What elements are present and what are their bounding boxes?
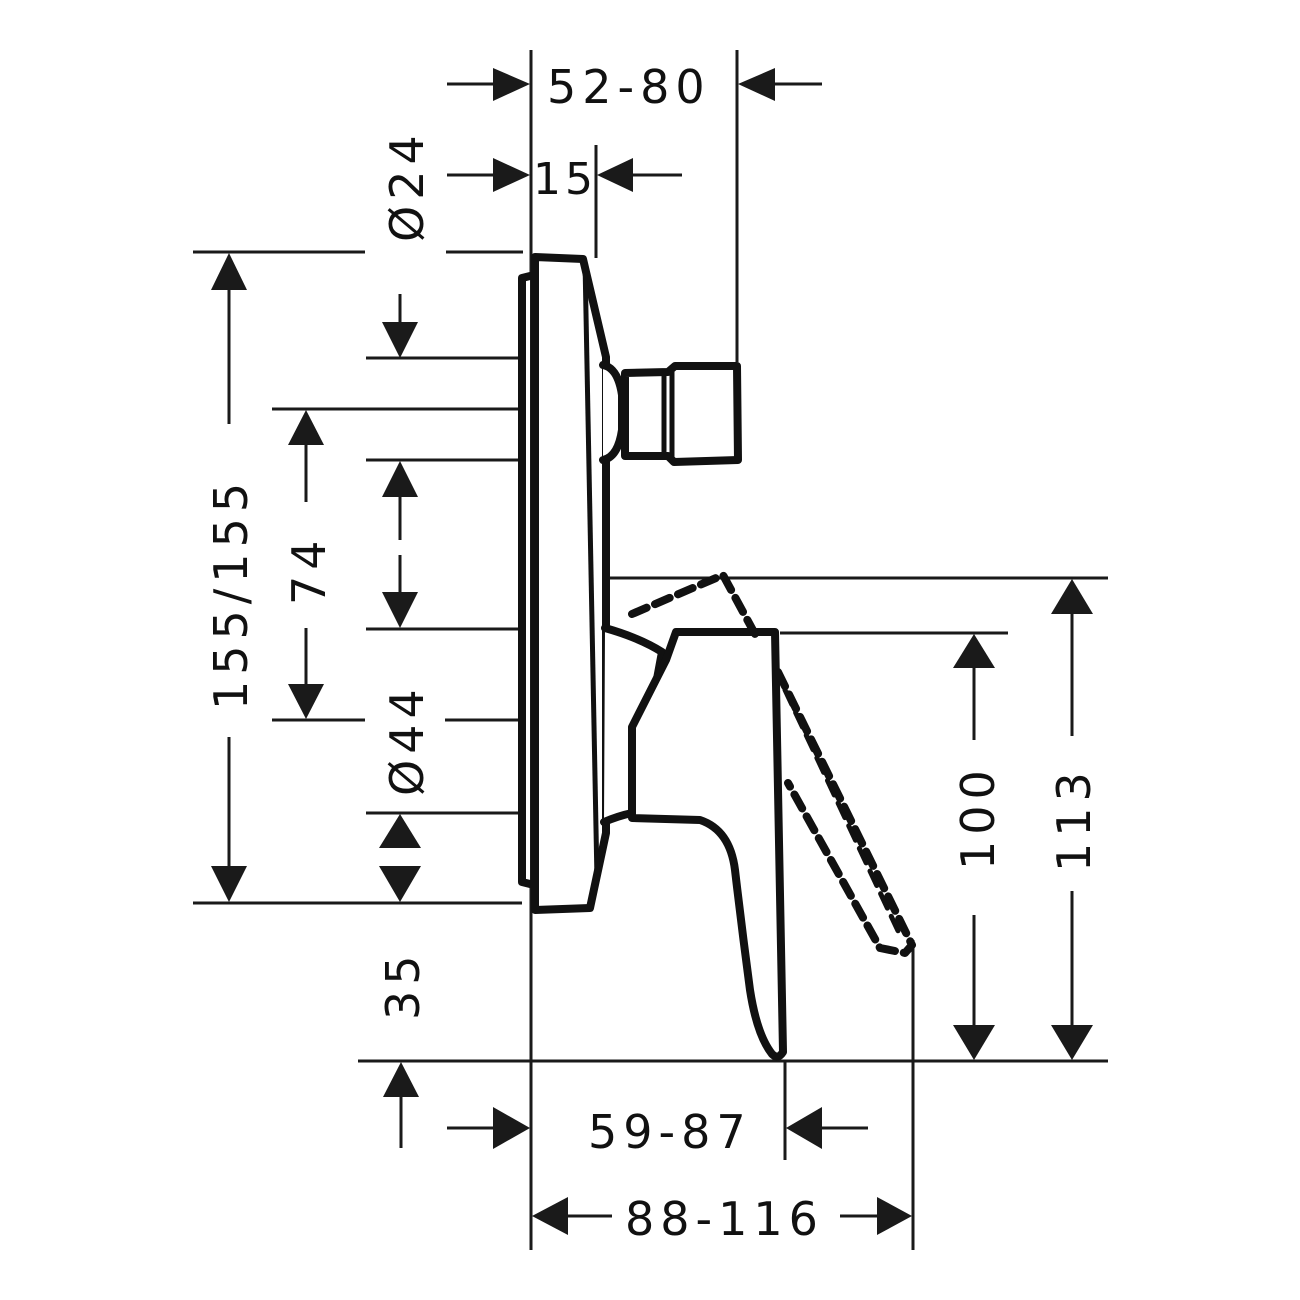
- dimension-annotations: [211, 68, 1093, 1235]
- diverter-knob: [599, 361, 742, 466]
- dim-label-handle-diameter: Ø44: [380, 683, 434, 796]
- extension-lines: [193, 50, 1108, 1250]
- dim-label-15: 15: [533, 154, 597, 205]
- lever-open-swing: [774, 668, 916, 957]
- dimension-labels: 52-80 15 Ø24 155/155 74 Ø44 35 100 113 5…: [204, 60, 1101, 1246]
- product-outline: [518, 253, 916, 1061]
- dim-label-diverter-diameter: Ø24: [380, 129, 434, 242]
- dim-label-113: 113: [1047, 766, 1101, 872]
- dim-label-52-80: 52-80: [547, 60, 711, 114]
- lever-open-position: [628, 571, 759, 638]
- dim-label-74: 74: [282, 534, 336, 605]
- lever-open-swing-inner: [782, 687, 903, 938]
- dim-label-100: 100: [951, 764, 1005, 870]
- dim-label-plate-height: 155/155: [204, 477, 258, 710]
- dim-label-88-116: 88-116: [625, 1192, 824, 1246]
- wall-plate-back: [518, 272, 534, 888]
- lever-handle: [628, 628, 787, 1061]
- dim-label-59-87: 59-87: [588, 1105, 752, 1159]
- dim-label-35: 35: [376, 949, 430, 1020]
